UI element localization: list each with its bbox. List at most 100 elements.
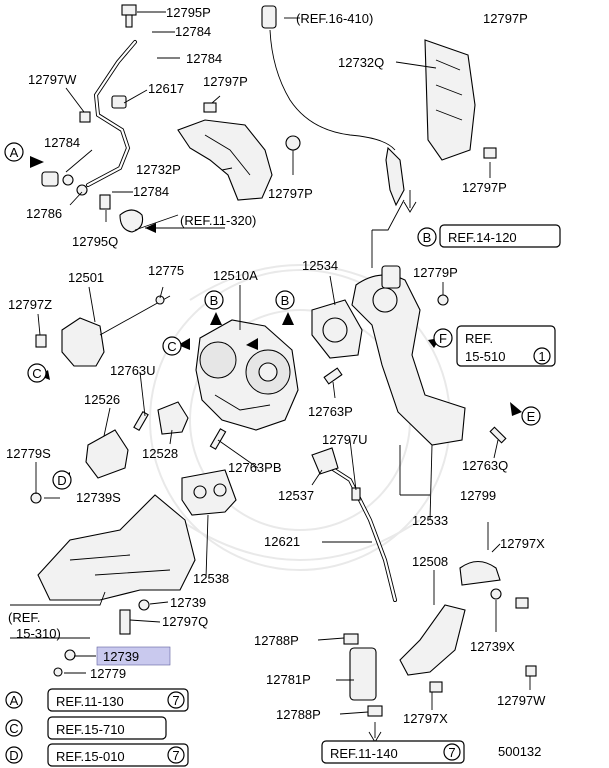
part-label[interactable]: 12763P: [308, 404, 353, 419]
ref-15-710-box: [47, 716, 167, 740]
callout-a-top: A: [4, 142, 24, 162]
part-label[interactable]: 12534: [302, 258, 338, 273]
oil-return-pipe-parts: [85, 401, 189, 479]
ref-11-320: (REF.11-320): [180, 213, 256, 228]
gasket-12534: [311, 299, 363, 359]
svg-text:E: E: [527, 409, 536, 424]
part-label[interactable]: 12797X: [403, 711, 448, 726]
ref-15-310: 15-310): [16, 626, 61, 641]
part-label[interactable]: 12533: [412, 513, 448, 528]
part-label[interactable]: 12797P: [203, 74, 248, 89]
svg-text:C: C: [32, 366, 41, 381]
svg-text:B: B: [281, 293, 290, 308]
part-label[interactable]: 12795Q: [72, 234, 118, 249]
callout-c-left: C: [27, 363, 47, 383]
ref-11-140: REF.11-140: [330, 746, 398, 761]
part-label[interactable]: 12797P: [462, 180, 507, 195]
part-label[interactable]: 12763PB: [228, 460, 282, 475]
part-label[interactable]: 12537: [278, 488, 314, 503]
diagram-id: 500132: [498, 744, 541, 759]
callout-b-right: B: [275, 290, 295, 310]
part-label[interactable]: 12779S: [6, 446, 51, 461]
oil-hose-12781p: [343, 633, 383, 717]
bracket-12508: [399, 560, 501, 676]
oxygen-sensor-harness: [261, 5, 405, 207]
part-label[interactable]: 12781P: [266, 672, 311, 687]
callout-f-ref: F: [433, 328, 453, 348]
oil-return-pipe-12621: [311, 447, 397, 602]
ref-15-710: REF.15-710: [56, 722, 125, 737]
part-label[interactable]: 12788P: [254, 633, 299, 648]
part-label[interactable]: 12508: [412, 554, 448, 569]
svg-text:F: F: [439, 331, 447, 346]
part-label[interactable]: 12732Q: [338, 55, 384, 70]
part-number-labels: 12795P 12784 12784 12797W 12617 12797P 1…: [6, 5, 546, 726]
callout-letters: A B B B C C F E D: [4, 142, 541, 490]
reference-labels: (REF.16-410) (REF.11-320) REF.14-120 REF…: [5, 11, 561, 767]
part-label[interactable]: 12739: [170, 595, 206, 610]
ref-15-010: REF.15-010: [56, 749, 125, 764]
part-label[interactable]: 12779P: [413, 265, 458, 280]
ref-15-510: 15-510: [465, 349, 505, 364]
callout-e: E: [521, 406, 541, 426]
part-label[interactable]: 12797X: [500, 536, 545, 551]
part-label[interactable]: 12763U: [110, 363, 156, 378]
svg-text:7: 7: [172, 748, 179, 763]
part-label[interactable]: 12797P: [483, 11, 528, 26]
ref-16-410: (REF.16-410): [296, 11, 373, 26]
leader-lines: [10, 11, 531, 715]
part-label[interactable]: 12784: [175, 24, 211, 39]
exhaust-fitting-12533: [351, 265, 466, 446]
svg-text:A: A: [10, 145, 19, 160]
part-label[interactable]: 12779: [90, 666, 126, 681]
part-label[interactable]: 12501: [68, 270, 104, 285]
part-label[interactable]: 12786: [26, 206, 62, 221]
part-label[interactable]: 12526: [84, 392, 120, 407]
part-label[interactable]: 12621: [264, 534, 300, 549]
part-label[interactable]: 12784: [186, 51, 222, 66]
part-label[interactable]: 12510A: [213, 268, 258, 283]
part-label[interactable]: 12763Q: [462, 458, 508, 473]
part-label[interactable]: 12739S: [76, 490, 121, 505]
svg-text:D: D: [57, 473, 66, 488]
part-label[interactable]: 12797Q: [162, 614, 208, 629]
part-label[interactable]: 12797P: [268, 186, 313, 201]
svg-text:A: A: [10, 693, 19, 708]
part-label[interactable]: 12617: [148, 81, 184, 96]
part-label[interactable]: 12775: [148, 263, 184, 278]
heat-protector-12732q: [424, 39, 476, 161]
turbocharger-assembly: [195, 319, 299, 431]
part-label[interactable]: 12797W: [28, 72, 77, 87]
part-label[interactable]: 12739X: [470, 639, 515, 654]
svg-text:D: D: [9, 748, 18, 763]
ref-15-010-box: [47, 743, 189, 767]
part-label[interactable]: 12528: [142, 446, 178, 461]
svg-text:B: B: [210, 293, 219, 308]
part-label[interactable]: 12784: [133, 184, 169, 199]
exhaust-manifold: [37, 494, 196, 601]
ref-11-130-box: [47, 688, 189, 712]
part-label[interactable]: 12788P: [276, 707, 321, 722]
part-label[interactable]: 12538: [193, 571, 229, 586]
small-bolts: [35, 4, 497, 348]
ref-15-510-box: [456, 325, 556, 367]
ref-11-130: REF.11-130: [56, 694, 124, 709]
ref-14-120: REF.14-120: [448, 230, 517, 245]
part-label[interactable]: 12797W: [497, 693, 546, 708]
wastegate-actuator: [61, 295, 171, 367]
callout-b-ref: B: [417, 227, 437, 247]
part-label[interactable]: 12797Z: [8, 297, 52, 312]
part-label[interactable]: 12784: [44, 135, 80, 150]
part-label[interactable]: 12795P: [166, 5, 211, 20]
part-label[interactable]: 12732P: [136, 162, 181, 177]
svg-text:B: B: [423, 230, 432, 245]
studs-and-nuts: [30, 294, 537, 693]
part-label[interactable]: 12797U: [322, 432, 368, 447]
highlighted-part-label[interactable]: 12739: [103, 649, 139, 664]
part-label[interactable]: 12799: [460, 488, 496, 503]
heat-protector-12732p: [177, 119, 273, 201]
gasket-12538: [181, 469, 237, 516]
highlighted-part-box: [96, 646, 171, 666]
